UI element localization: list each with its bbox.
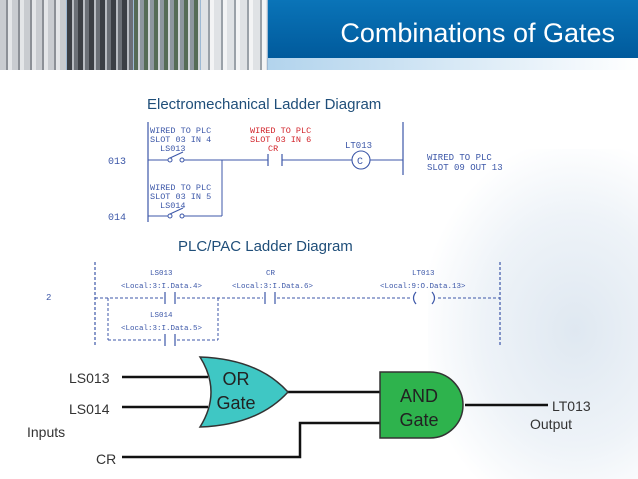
and-gate-label-line2: Gate [399,410,438,430]
output-wired-label: WIRED TO PLC [427,153,492,163]
plc-cr-address: <Local:3:I.Data.6> [232,283,314,291]
plc-lt013-tag: LT013 [412,270,435,278]
ls014-slot-label: SLOT 03 IN 5 [150,192,211,202]
plc-ls014-address: <Local:3:I.Data.5> [121,325,203,333]
and-gate-label-line1: AND [400,386,438,406]
ls013-tag: LS013 [160,144,186,154]
header-photo-strip [0,0,268,70]
plc-hardware-photo [0,0,67,70]
em-diagram-heading: Electromechanical Ladder Diagram [147,96,382,113]
header-banner: Combinations of Gates [0,0,638,75]
output-coil-left [412,291,417,305]
plc-hardware-photo [134,0,201,70]
or-gate-symbol [198,356,290,428]
slide-title: Combinations of Gates [340,18,615,48]
and-gate-symbol [379,371,464,439]
ls014-input-label: LS014 [69,401,110,417]
em-ladder-diagram: 013 014 WIRED TO PLC SLOT 03 IN 4 LS013 … [108,122,503,224]
logic-gate-diagram: OR Gate AND Gate [122,356,548,459]
cr-slot-label: SLOT 03 IN 6 [250,135,311,145]
plc-hardware-photo [67,0,134,70]
plc-rung-number: 2 [46,293,51,303]
plc-ls013-address: <Local:3:I.Data.4> [121,283,203,291]
background-watermark [428,149,638,479]
limit-switch-terminal [179,213,185,219]
or-gate-label-line1: OR [223,369,250,389]
ls014-tag: LS014 [160,201,186,211]
plc-hardware-photo [201,0,268,70]
limit-switch-arm [169,207,184,215]
inputs-group-label: Inputs [27,424,66,440]
limit-switch-terminal [179,157,185,163]
output-label: Output [530,416,573,432]
limit-switch-arm [169,151,184,159]
ls013-wired-label: WIRED TO PLC [150,126,211,136]
pilot-light-symbol [351,150,371,170]
output-slot-label: SLOT 09 OUT 13 [427,163,503,173]
lt013-output-label: LT013 [552,398,591,414]
plc-ladder-diagram: 2 LS013 <Local:3:I.Data.4> CR <Local:3:I… [46,262,501,346]
plc-diagram-heading: PLC/PAC Ladder Diagram [178,238,353,255]
limit-switch-terminal [167,157,173,163]
rung1-number: 013 [108,157,126,168]
ls014-wired-label: WIRED TO PLC [150,183,211,193]
ls013-slot-label: SLOT 03 IN 4 [150,135,211,145]
cr-tag: CR [268,144,278,154]
plc-ls014-tag: LS014 [150,312,173,320]
ls013-input-label: LS013 [69,370,110,386]
cr-wired-label: WIRED TO PLC [250,126,311,136]
limit-switch-terminal [167,213,173,219]
plc-cr-tag: CR [266,270,276,278]
cr-input-label: CR [96,451,117,467]
cr-input-line [122,421,388,459]
or-gate-label-line2: Gate [216,393,255,413]
rung2-number: 014 [108,213,126,224]
plc-lt013-address: <Local:9:O.Data.13> [380,283,466,291]
output-coil-right [431,291,436,305]
pilot-light-letter: C [357,157,363,168]
plc-ls013-tag: LS013 [150,270,173,278]
lt013-tag: LT013 [345,141,372,151]
